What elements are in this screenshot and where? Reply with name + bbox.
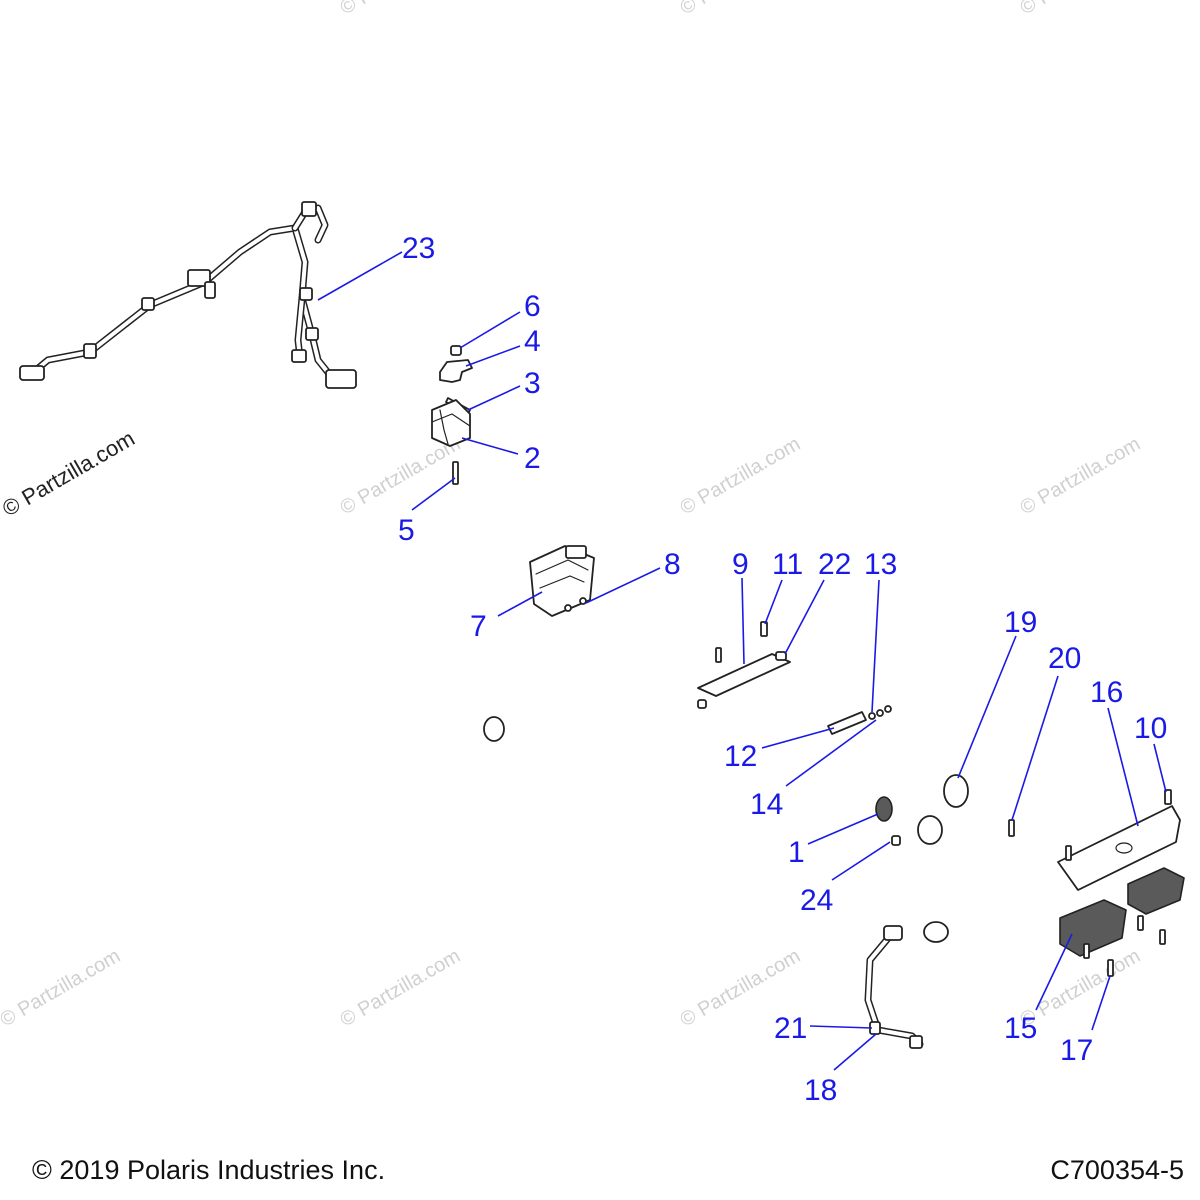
callout-21: 21 <box>774 1012 807 1045</box>
callout-14: 14 <box>750 788 783 821</box>
watermark: © Partzilla.com <box>1017 433 1145 519</box>
watermark: © Partzilla.com <box>337 0 465 19</box>
part-10-bolt <box>1164 789 1172 805</box>
watermark: © Partzilla.com <box>337 945 465 1031</box>
part-19-o-ring <box>943 774 969 808</box>
callout-11: 11 <box>772 548 803 581</box>
part-22-clip <box>775 651 787 661</box>
callout-24: 24 <box>800 884 833 917</box>
watermark: © Partzilla.com <box>1017 0 1145 19</box>
callout-22: 22 <box>818 548 851 581</box>
part-20-pin <box>1008 819 1015 837</box>
callout-8: 8 <box>664 548 681 581</box>
callout-10: 10 <box>1134 712 1167 745</box>
part-11-bolt <box>760 621 768 637</box>
diagram-code: C700354-5 <box>1050 1155 1184 1185</box>
part-16-plate <box>1057 805 1181 891</box>
callout-16: 16 <box>1090 676 1123 709</box>
gasket-lower <box>923 921 949 943</box>
leader-lines <box>317 251 1167 1071</box>
part-5-pin <box>452 461 459 485</box>
callout-23: 23 <box>402 232 435 265</box>
part-8-screws <box>564 597 587 612</box>
callout-6: 6 <box>524 290 541 323</box>
callout-5: 5 <box>398 514 415 547</box>
callout-3: 3 <box>524 367 541 400</box>
part-12-bar <box>827 711 867 735</box>
watermark: © Partzilla.com <box>677 433 805 519</box>
callout-15: 15 <box>1004 1012 1037 1045</box>
watermarks: © Partzilla.com © Partzilla.com © Partzi… <box>0 0 1144 1031</box>
callouts: 23 6 4 3 2 5 8 7 9 11 22 13 19 20 16 10 … <box>398 232 1167 1107</box>
part-13-14-fittings <box>868 705 892 720</box>
part-2-coil <box>431 399 471 447</box>
watermark: © Partzilla.com <box>677 0 805 19</box>
callout-12: 12 <box>724 740 757 773</box>
callout-13: 13 <box>864 548 897 581</box>
part-1-sender <box>875 796 893 822</box>
module-right <box>1127 867 1185 915</box>
callout-20: 20 <box>1048 642 1081 675</box>
callout-17: 17 <box>1060 1034 1093 1067</box>
part-9-plate <box>697 647 791 709</box>
callout-18: 18 <box>804 1074 837 1107</box>
part-23-wiring-harness <box>19 201 357 389</box>
part-17-bolts <box>1083 915 1166 977</box>
watermark: © Partzilla.com <box>0 945 124 1031</box>
part-24-fitting <box>891 835 901 846</box>
callout-19: 19 <box>1004 606 1037 639</box>
part-6-nut <box>450 345 462 356</box>
callout-7: 7 <box>470 610 487 643</box>
part-15-module <box>1059 899 1127 957</box>
callout-9: 9 <box>732 548 749 581</box>
copyright-text: © 2019 Polaris Industries Inc. <box>32 1155 386 1185</box>
gasket-left <box>483 716 505 742</box>
part-7-ecu <box>529 545 595 617</box>
callout-4: 4 <box>524 325 541 358</box>
part-4-bracket <box>439 359 473 383</box>
part-18-sensor-harness <box>864 925 924 1049</box>
callout-2: 2 <box>524 442 541 475</box>
watermark: © Partzilla.com <box>337 433 465 519</box>
callout-1: 1 <box>788 836 805 869</box>
watermark-primary: © Partzilla.com <box>0 426 139 522</box>
gasket <box>917 815 943 845</box>
